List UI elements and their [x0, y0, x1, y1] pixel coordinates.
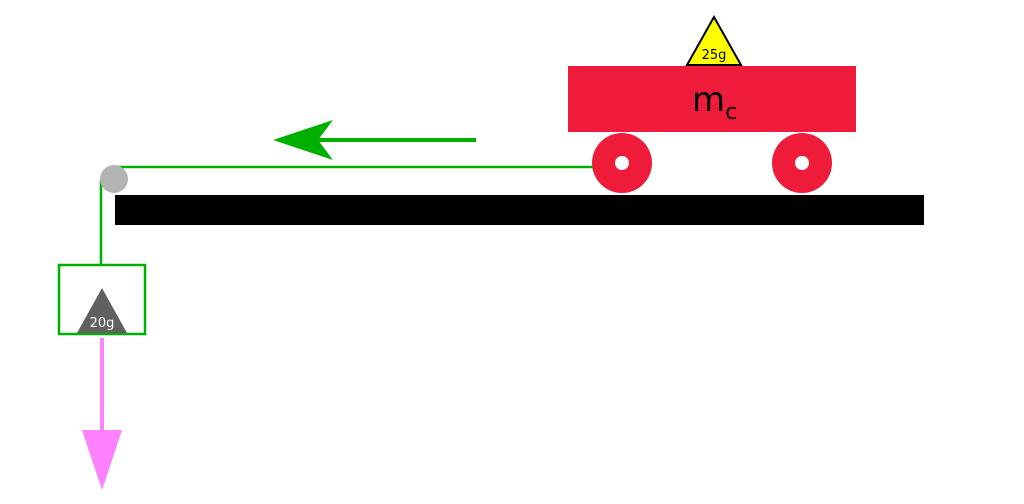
cart-mass-subscript: c	[725, 100, 737, 125]
front-wheel-hub	[615, 156, 629, 170]
pulley	[100, 165, 128, 193]
rear-wheel-hub	[795, 156, 809, 170]
track	[115, 195, 924, 225]
gravity-arrow-head	[82, 430, 122, 490]
cart-weight-triangle	[685, 14, 743, 66]
hanging-weight-label: 20g	[90, 316, 115, 331]
hanging-weight-triangle	[77, 288, 127, 333]
motion-arrow-head	[273, 120, 333, 160]
cart-mass-symbol: m	[692, 80, 725, 120]
cart-body	[568, 66, 856, 132]
cart-mass-label: mc	[692, 80, 737, 125]
cart-weight-label: 25g	[702, 48, 727, 63]
